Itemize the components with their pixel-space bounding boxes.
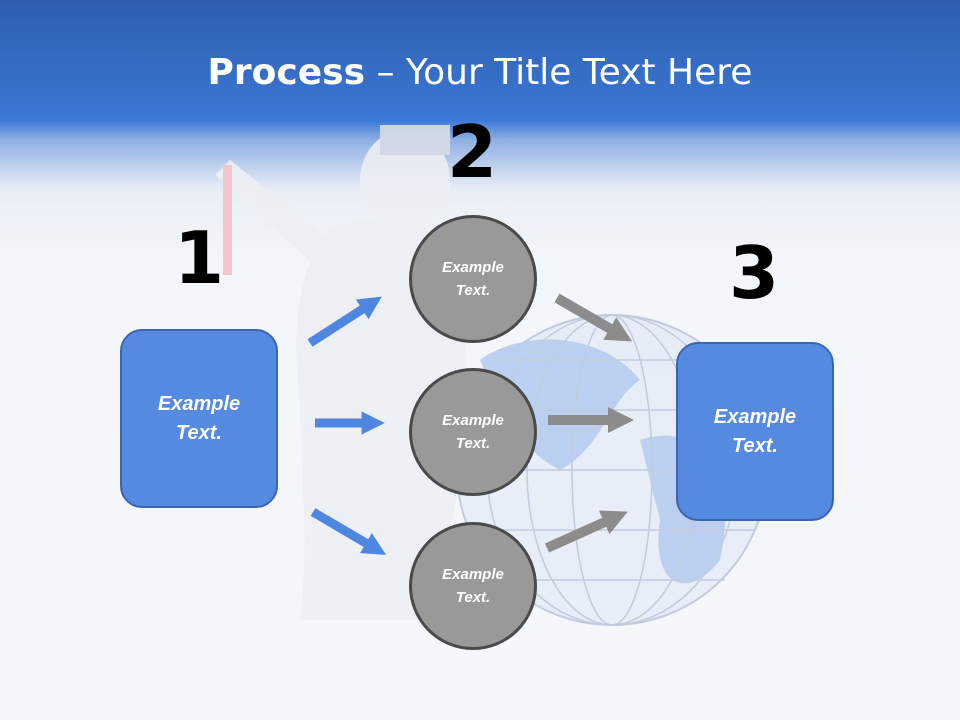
step-number-3: 3 (728, 231, 780, 315)
title-bold: Process (207, 52, 366, 93)
ribbon-illustration (223, 165, 232, 275)
step-1-text: Example Text. (157, 392, 241, 444)
circle-2-text: Example Text. (442, 412, 504, 452)
step-2-circle-3: Example Text. (409, 522, 537, 650)
step-3-text: Example Text. (713, 405, 797, 457)
title-rest: – Your Title Text Here (365, 52, 753, 93)
circle-3-text: Example Text. (442, 566, 504, 606)
circle-1-text: Example Text. (442, 259, 504, 299)
step-1-box: Example Text. (120, 329, 278, 508)
gray-arrows (544, 293, 634, 553)
arrow-circle-1-to-3 (554, 293, 633, 342)
arrow-circle-3-to-3 (544, 510, 628, 553)
step-2-circle-2: Example Text. (409, 368, 537, 496)
step-number-1: 1 (173, 216, 225, 300)
step-3-box: Example Text. (676, 342, 834, 521)
step-number-2: 2 (446, 110, 498, 194)
arrow-1-to-circle-1 (307, 296, 382, 347)
arrow-1-to-circle-3 (310, 508, 387, 555)
slide-title: Process – Your Title Text Here (0, 52, 960, 93)
step-2-circle-1: Example Text. (409, 215, 537, 343)
blue-arrows (307, 296, 387, 555)
